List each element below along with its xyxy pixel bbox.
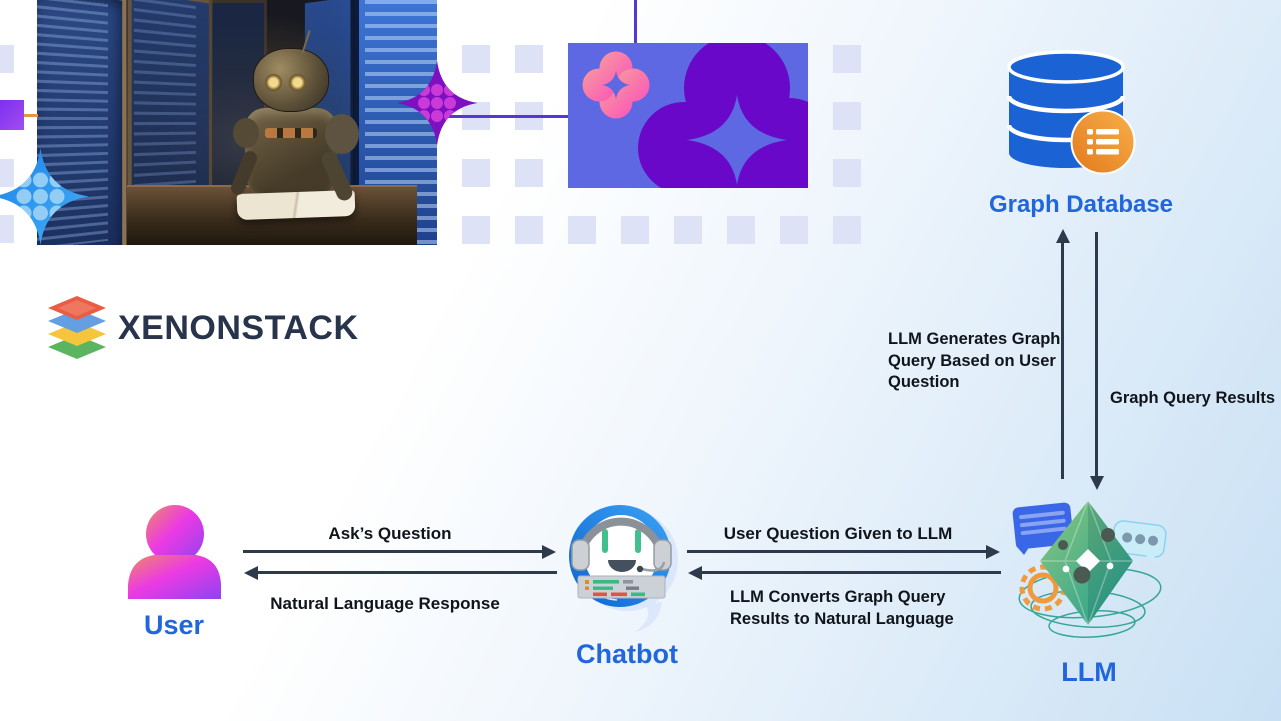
clover-sparkle-icon [582,51,650,119]
label-graph-query-results: Graph Query Results [1110,389,1276,407]
decor-square [462,159,490,187]
arrowhead-up-icon [1055,229,1070,243]
decor-square [462,216,490,244]
decor-banner-illustration [568,43,808,188]
arrowhead-left-icon [688,565,702,580]
label-llm-converts-results: LLM Converts Graph Query Results to Natu… [730,588,954,628]
photo-robot-eye-right [289,74,306,91]
arrow-chatbot-to-llm [687,544,1000,559]
decor-square [515,159,543,187]
label-asks-question: Ask’s Question [328,524,452,543]
user-icon [128,505,221,599]
label-user-question-to-llm: User Question Given to LLM [723,524,953,543]
chatbot-node [565,496,683,636]
decor-square [0,215,14,243]
graph-database-label: Graph Database [988,191,1174,218]
label-llm-generates-query: LLM Generates Graph Query Based on User … [888,330,1061,391]
photo-robot-shoulder-right [325,114,359,154]
photo-robot-eye-left [265,74,282,91]
decor-square [727,216,755,244]
xenonstack-logo: XENONSTACK [48,296,359,360]
list-glyph [1087,129,1119,155]
photo-robot-shoulder-left [233,118,259,148]
arrow-user-to-chatbot [243,544,556,559]
decor-square [833,159,861,187]
decor-square [780,216,808,244]
arrow-graphdb-to-llm [1089,232,1104,490]
arrowhead-right-icon [542,544,556,559]
llm-label: LLM [1061,657,1117,687]
arrowhead-down-icon [1089,476,1104,490]
arrowhead-left-icon [244,565,258,580]
chatbot-console-code [585,580,645,597]
decor-square [515,45,543,73]
decor-square [621,216,649,244]
xenonstack-logo-text: XENONSTACK [118,308,359,347]
blue-sparkle-icon [0,148,89,245]
user-node [124,503,224,601]
cloud-sparkle-icon [638,43,808,188]
arrow-chatbot-to-user [244,565,557,580]
llm-node [1005,493,1177,655]
decor-square [568,216,596,244]
arrow-llm-to-chatbot [688,565,1001,580]
decor-square [674,216,702,244]
graph-database-node [1003,50,1137,178]
chatbot-label: Chatbot [576,639,678,669]
photo-robot-chest-slots [265,128,317,138]
robot-reading-photo [37,0,437,245]
decor-square [0,159,14,187]
chatbot-icon [569,505,678,632]
decor-square [833,102,861,130]
photo-robot-body [245,108,337,194]
decor-orange-line [22,114,38,117]
database-icon [1006,50,1136,175]
decor-square [515,216,543,244]
decor-square [833,45,861,73]
speech-bubble-glyph [1111,520,1167,566]
arrow-llm-to-graphdb [1055,229,1070,479]
purple-sparkle-icon [397,61,477,145]
llm-gem-icon [1012,500,1167,638]
xenonstack-logo-icon [48,296,106,360]
flag-glyph [1012,502,1074,556]
decor-square [833,216,861,244]
decor-horizontal-line [438,115,568,118]
decor-square [0,45,14,73]
user-label: User [143,610,205,640]
decor-vertical-line [634,0,637,44]
decor-purple-square [0,100,24,130]
decor-square [462,45,490,73]
arrowhead-right-icon [986,544,1000,559]
label-natural-language-response: Natural Language Response [270,594,500,613]
